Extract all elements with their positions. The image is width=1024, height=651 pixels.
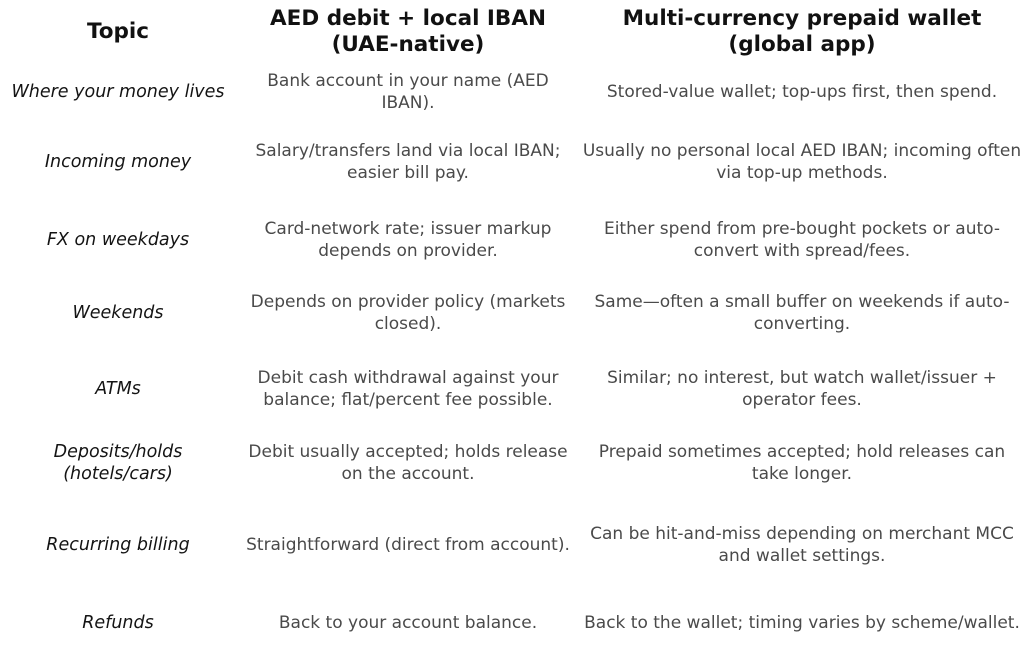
row-aed-incoming-money: Salary/transfers land via local IBAN; ea… [255, 141, 561, 183]
row-topic-where-money-lives: Where your money lives [11, 82, 225, 102]
row-aed-refunds: Back to your account balance. [278, 613, 538, 633]
row-wallet-incoming-money: Usually no personal local AED IBAN; inco… [582, 141, 1022, 183]
row-topic-atms: ATMs [95, 379, 141, 399]
row-aed-atms: Debit cash withdrawal against your balan… [257, 368, 559, 410]
row-wallet-fx-weekdays: Either spend from pre-bought pockets or … [603, 219, 1001, 261]
row-aed-fx-weekdays: Card-network rate; issuer markup depends… [264, 219, 552, 261]
row-topic-weekends: Weekends [72, 303, 164, 323]
row-wallet-atms: Similar; no interest, but watch wallet/i… [607, 368, 997, 410]
row-topic-deposits-holds: Deposits/holds (hotels/cars) [53, 442, 183, 484]
row-aed-where-money-lives: Bank account in your name (AED IBAN). [267, 71, 549, 113]
row-topic-recurring-billing: Recurring billing [46, 535, 190, 555]
row-aed-deposits-holds: Debit usually accepted; holds release on… [248, 442, 568, 484]
row-aed-weekends: Depends on provider policy (markets clos… [250, 292, 566, 334]
row-topic-incoming-money: Incoming money [44, 152, 192, 172]
row-aed-recurring-billing: Straightforward (direct from account). [246, 535, 570, 555]
header-aed-debit: AED debit + local IBAN (UAE-native) [270, 6, 546, 57]
row-wallet-recurring-billing: Can be hit-and-miss depending on merchan… [590, 524, 1014, 566]
header-prepaid-wallet: Multi-currency prepaid wallet (global ap… [622, 6, 982, 57]
row-topic-fx-weekdays: FX on weekdays [46, 230, 190, 250]
row-wallet-weekends: Same—often a small buffer on weekends if… [594, 292, 1010, 334]
row-wallet-refunds: Back to the wallet; timing varies by sch… [584, 613, 1020, 633]
header-topic: Topic [86, 19, 150, 44]
row-topic-refunds: Refunds [82, 613, 154, 633]
row-wallet-where-money-lives: Stored-value wallet; top-ups first, then… [606, 82, 998, 102]
row-wallet-deposits-holds: Prepaid sometimes accepted; hold release… [598, 442, 1006, 484]
